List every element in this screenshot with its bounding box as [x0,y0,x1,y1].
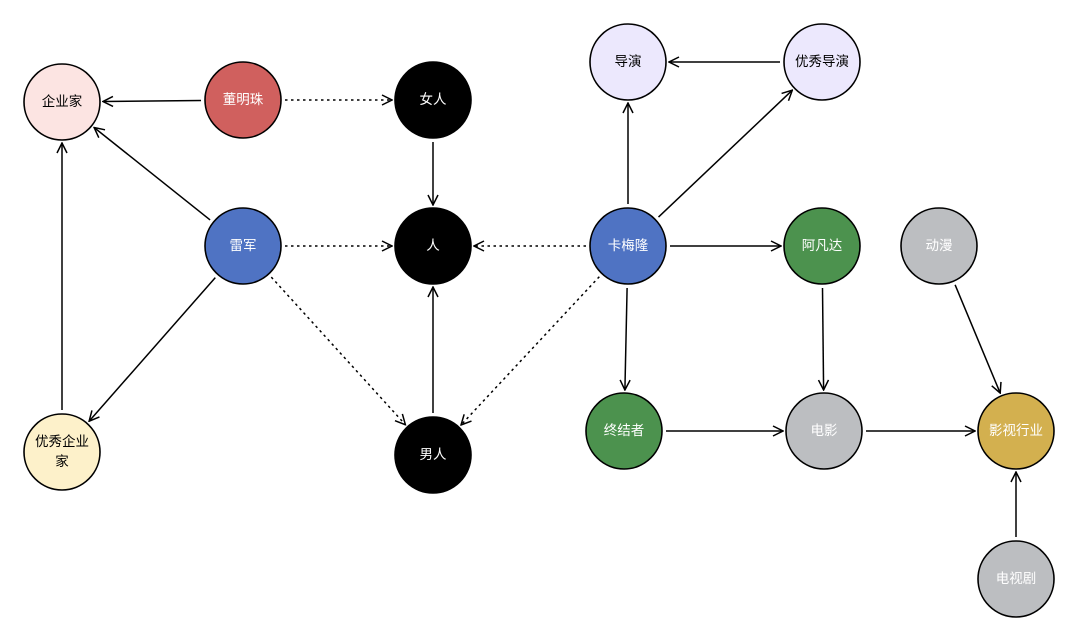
node-circle [977,392,1055,470]
node-yingshihangye[interactable]: 影视行业 [977,392,1055,470]
node-circle [785,392,863,470]
node-circle [783,207,861,285]
edge-dongman-to-yingshihangye [954,284,1000,393]
node-circle [589,207,667,285]
node-label: 董明珠 [223,92,264,108]
node-label: 优秀企业 [35,433,89,450]
edge-leijun-to-nanren [270,276,405,425]
node-label: 阿凡达 [802,238,843,254]
node-circle [23,413,101,491]
node-circle [585,392,663,470]
edge-kameilong-to-youxiudaoyan [657,90,793,218]
node-label: 男人 [420,447,447,463]
edge-leijun-to-youxiuqiyejia [89,277,216,422]
node-qiyejia[interactable]: 企业家 [23,63,101,141]
edge-kameilong-to-nanren [461,276,600,425]
node-leijun[interactable]: 雷军 [204,207,282,285]
node-label: 人 [426,238,440,254]
node-ren[interactable]: 人 [394,207,472,285]
node-label: 终结者 [604,423,645,439]
node-circle [900,207,978,285]
node-circle [589,23,667,101]
node-circle [394,61,472,139]
node-label: 雷军 [230,238,257,254]
node-dianshiju[interactable]: 电视剧 [977,540,1055,618]
node-nanren[interactable]: 男人 [394,416,472,494]
edges-layer [62,62,1016,537]
edge-afanda-to-dianying [823,287,824,390]
node-circle [204,207,282,285]
node-label: 影视行业 [989,423,1043,439]
node-label: 电视剧 [996,571,1037,587]
node-kameilong[interactable]: 卡梅隆 [589,207,667,285]
node-dongman[interactable]: 动漫 [900,207,978,285]
node-circle [783,23,861,101]
edge-leijun-to-qiyejia [94,128,211,221]
node-label: 女人 [420,91,447,108]
node-label: 卡梅隆 [608,238,649,254]
edge-kameilong-to-zhongjiezhe [625,287,627,390]
node-youxiudaoyan[interactable]: 优秀导演 [783,23,861,101]
node-label: 动漫 [926,238,953,254]
node-circle [394,207,472,285]
node-label: 企业家 [42,93,83,110]
node-circle [204,61,282,139]
node-label: 优秀导演 [795,54,849,70]
node-circle [977,540,1055,618]
edge-dongmingzhu-to-qiyejia [103,101,202,102]
node-afanda[interactable]: 阿凡达 [783,207,861,285]
node-circle [23,63,101,141]
node-nvren[interactable]: 女人 [394,61,472,139]
node-dongmingzhu[interactable]: 董明珠 [204,61,282,139]
node-zhongjiezhe[interactable]: 终结者 [585,392,663,470]
node-dianying[interactable]: 电影 [785,392,863,470]
node-label: 电影 [811,423,838,439]
node-label: 家 [55,453,69,470]
node-label: 导演 [615,54,642,70]
node-daoyan[interactable]: 导演 [589,23,667,101]
node-circle [394,416,472,494]
